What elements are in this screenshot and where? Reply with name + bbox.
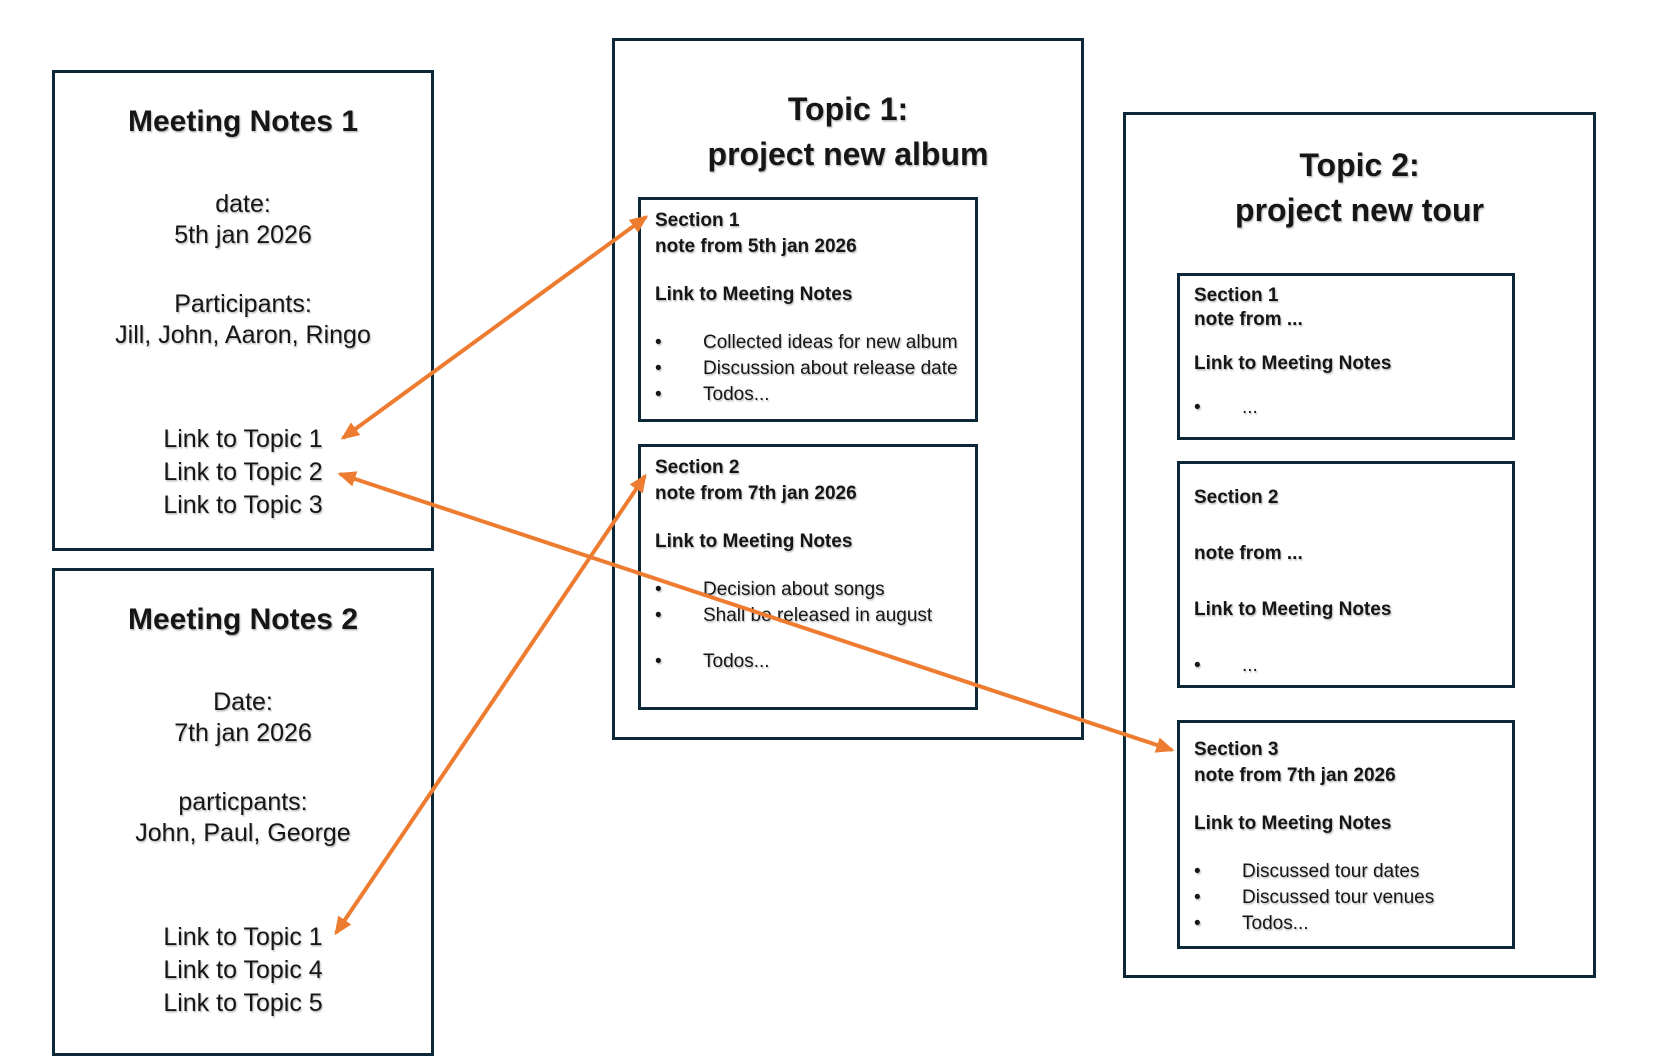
link-to-meeting-notes[interactable]: Link to Meeting Notes [1194,813,1392,834]
meeting-notes-2-card: Meeting Notes 2 Date: 7th jan 2026 parti… [52,568,434,1056]
bullet-text: Discussed tour dates [1242,861,1420,882]
link-to-meeting-notes[interactable]: Link to Meeting Notes [1194,353,1392,374]
link-to-meeting-notes[interactable]: Link to Meeting Notes [655,531,853,552]
section-heading: Section 2 [1194,487,1279,508]
section-note: note from ... [1194,309,1303,330]
topic1-section1-card: Section 1 note from 5th jan 2026 Link to… [638,197,978,422]
date-value: 7th jan 2026 [174,719,312,747]
bullet-text: Todos... [1242,913,1309,934]
topic2-section3-card: Section 3 note from 7th jan 2026 Link to… [1177,720,1515,949]
bullet-text: Todos... [703,384,770,405]
bullet-text: ... [1242,397,1258,418]
date-value: 5th jan 2026 [174,221,312,249]
bullet-item: • Todos... [1194,911,1504,937]
bullet-item: • Discussion about release date [655,356,967,382]
bullet-glyph: • [655,605,662,626]
topic-1-title: Topic 1: project new album [615,87,1081,177]
bullet-item: • Discussed tour venues [1194,885,1504,911]
meeting-notes-1-title: Meeting Notes 1 [127,105,359,138]
section-note: note from ... [1194,543,1303,564]
topic-2-title: Topic 2: project new tour [1126,143,1593,233]
bullet-glyph: • [1194,913,1201,934]
bullet-item: • Discussed tour dates [1194,859,1504,885]
section-heading: Section 2 [655,457,740,478]
bullet-item: • Decision about songs [655,577,967,603]
bullet-text: Todos... [703,651,770,672]
topic-1-title-line2: project new album [707,136,989,172]
bullet-glyph: • [655,332,662,353]
topic1-section2-card: Section 2 note from 7th jan 2026 Link to… [638,444,978,710]
bullet-item: • ... [1194,652,1504,680]
topic-2-title-line2: project new tour [1235,192,1484,228]
section-heading: Section 1 [1194,285,1279,306]
bullet-text: Discussed tour venues [1242,887,1435,908]
bullet-item: • ... [1194,396,1504,420]
bullet-item: • Collected ideas for new album [655,330,967,356]
mn1-link-to-topic-2[interactable]: Link to Topic 2 [163,458,323,486]
meeting-notes-2-participants-block: particpants: John, Paul, George [55,787,431,849]
bullet-text: ... [1242,655,1258,676]
meeting-notes-1-date-block: date: 5th jan 2026 [55,189,431,251]
meeting-notes-1-participants-block: Participants: Jill, John, Aaron, Ringo [55,289,431,351]
bullet-glyph: • [1194,655,1201,676]
section-note: note from 5th jan 2026 [655,236,857,257]
topic-2-title-line1: Topic 2: [1299,147,1420,183]
participants-label: Participants: [174,290,312,318]
bullet-glyph: • [655,358,662,379]
mn1-link-to-topic-1[interactable]: Link to Topic 1 [163,425,323,453]
topic-1-title-line1: Topic 1: [787,91,909,127]
bullet-item: • Shall be released in august [655,603,967,629]
meeting-notes-2-title: Meeting Notes 2 [127,603,359,636]
mn2-link-to-topic-5[interactable]: Link to Topic 5 [163,989,323,1017]
section-heading: Section 1 [655,210,740,231]
section-note: note from 7th jan 2026 [1194,765,1396,786]
topic2-section1-card: Section 1 note from ... Link to Meeting … [1177,273,1515,440]
section-heading: Section 3 [1194,739,1279,760]
bullet-item: • Todos... [655,382,967,408]
meeting-notes-1-card: Meeting Notes 1 date: 5th jan 2026 Parti… [52,70,434,551]
bullet-glyph: • [1194,397,1201,418]
meeting-notes-2-date-block: Date: 7th jan 2026 [55,687,431,749]
mn1-link-to-topic-3[interactable]: Link to Topic 3 [163,491,323,519]
bullet-glyph: • [1194,887,1201,908]
bullet-glyph: • [1194,861,1201,882]
participants-label: particpants: [178,788,308,816]
mn2-link-to-topic-4[interactable]: Link to Topic 4 [163,956,323,984]
link-to-meeting-notes[interactable]: Link to Meeting Notes [1194,599,1392,620]
mn2-link-to-topic-1[interactable]: Link to Topic 1 [163,923,323,951]
participants-value: Jill, John, Aaron, Ringo [115,321,371,349]
link-to-meeting-notes[interactable]: Link to Meeting Notes [655,284,853,305]
bullet-text: Discussion about release date [703,358,958,379]
bullet-glyph: • [655,579,662,600]
bullet-text: Decision about songs [703,579,885,600]
date-label: Date: [213,688,273,716]
meeting-notes-2-links: Link to Topic 1 Link to Topic 4 Link to … [55,921,431,1020]
participants-value: John, Paul, George [135,819,351,847]
section-note: note from 7th jan 2026 [655,483,857,504]
meeting-notes-1-links: Link to Topic 1 Link to Topic 2 Link to … [55,423,431,522]
bullet-text: Collected ideas for new album [703,332,958,353]
bullet-glyph: • [655,651,662,672]
bullet-glyph: • [655,384,662,405]
date-label: date: [215,190,271,218]
bullet-item: • Todos... [655,649,967,675]
topic2-section2-card: Section 2 note from ... Link to Meeting … [1177,461,1515,688]
bullet-text: Shall be released in august [703,605,933,626]
